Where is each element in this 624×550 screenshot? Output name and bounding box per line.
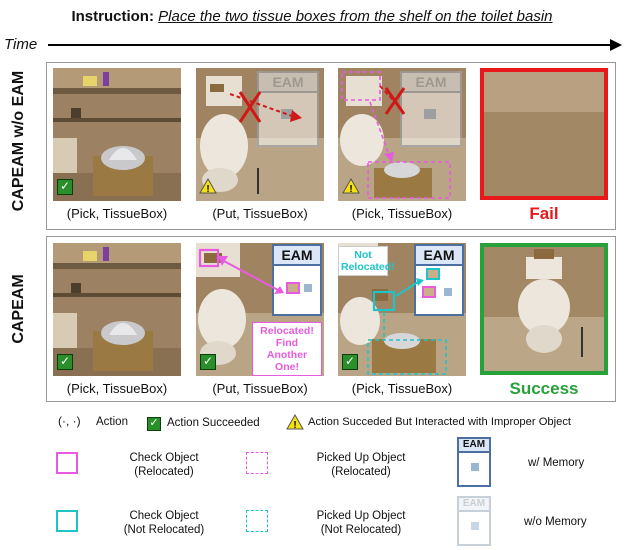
eam-panel-bottom-2: EAM <box>272 244 322 316</box>
memory-object-icon <box>304 284 312 292</box>
eam-label: EAM <box>459 439 489 453</box>
memory-object-icon <box>281 109 293 119</box>
eam-panel-bottom-3: EAM <box>414 244 464 316</box>
legend-action-symbol: (·, ·) <box>58 414 81 428</box>
eam-panel-faded-top-2: EAM <box>257 71 319 147</box>
memory-object-icon <box>286 282 300 294</box>
result-frame-fail <box>480 68 608 200</box>
legend-warning-icon: ! <box>286 413 304 431</box>
memory-object-icon <box>444 288 452 296</box>
instruction: Instruction: Place the two tissue boxes … <box>0 8 624 25</box>
legend-eam-with-memory: EAM <box>457 437 491 487</box>
legend-check-icon: ✓ <box>147 417 161 431</box>
result-fail: Fail <box>529 204 559 223</box>
legend-eam-without-memory: EAM <box>457 496 491 546</box>
warning-icon: ! <box>199 177 217 195</box>
eam-panel-faded-top-3: EAM <box>400 71 462 147</box>
svg-text:!: ! <box>349 184 352 194</box>
note-relocated: Relocated! Find Another One! <box>252 322 322 376</box>
caption-top-2: (Put, TissueBox) <box>212 206 308 221</box>
legend-check-relocated: Check Object (Relocated) <box>129 452 199 478</box>
instruction-label: Instruction: <box>71 8 154 25</box>
legend-picked-relocated-box <box>246 452 268 474</box>
legend-with-memory: w/ Memory <box>528 457 585 469</box>
not-relocated-overlay <box>367 278 447 375</box>
legend-action-improper: Action Succeded But Interacted with Impr… <box>308 416 572 428</box>
time-arrow <box>48 39 622 51</box>
result-frame-success <box>480 243 608 375</box>
memory-object-icon <box>471 522 479 530</box>
row-label-top: CAPEAM w/o EAM <box>10 70 27 212</box>
legend-action-succeeded: Action Succeeded <box>167 417 260 429</box>
legend-without-memory: w/o Memory <box>524 516 587 528</box>
caption-top-1: (Pick, TissueBox) <box>66 206 168 221</box>
cross-arrow <box>229 91 302 123</box>
caption-top-3: (Pick, TissueBox) <box>351 206 453 221</box>
instruction-text: Place the two tissue boxes from the shel… <box>158 8 553 25</box>
memory-object-icon <box>424 109 436 119</box>
eam-label: EAM <box>402 73 460 93</box>
eam-label: EAM <box>259 73 317 93</box>
row-label-bottom: CAPEAM <box>10 274 27 344</box>
caption-bottom-2: (Put, TissueBox) <box>212 381 308 396</box>
legend-picked-not-relocated-box <box>246 510 268 532</box>
time-label: Time <box>4 36 38 53</box>
eam-label: EAM <box>416 246 462 266</box>
legend-check-not-relocated-box <box>56 510 78 532</box>
result-success: Success <box>509 379 579 398</box>
success-check-icon: ✓ <box>57 354 73 370</box>
memory-object-icon <box>422 286 436 298</box>
svg-text:!: ! <box>206 184 209 194</box>
legend-picked-not-relocated: Picked Up Object (Not Relocated) <box>316 510 406 536</box>
eam-label: EAM <box>274 246 320 266</box>
memory-object-icon <box>426 268 440 280</box>
note-not-relocated: Not Relocated! <box>338 246 395 276</box>
legend-check-relocated-box <box>56 452 78 474</box>
caption-bottom-1: (Pick, TissueBox) <box>66 381 168 396</box>
success-check-icon: ✓ <box>342 354 358 370</box>
relocated-arrow <box>198 248 284 294</box>
pick-overlay <box>341 71 451 199</box>
success-check-icon: ✓ <box>200 354 216 370</box>
legend-action: Action <box>96 416 128 428</box>
success-check-icon: ✓ <box>57 179 73 195</box>
scene-bottom-1 <box>53 243 181 376</box>
eam-label: EAM <box>459 498 489 512</box>
legend-picked-relocated: Picked Up Object (Relocated) <box>316 452 406 478</box>
warning-icon: ! <box>342 177 360 195</box>
memory-object-icon <box>471 463 479 471</box>
legend-check-not-relocated: Check Object (Not Relocated) <box>123 510 205 536</box>
caption-bottom-3: (Pick, TissueBox) <box>351 381 453 396</box>
svg-text:!: ! <box>293 420 296 430</box>
